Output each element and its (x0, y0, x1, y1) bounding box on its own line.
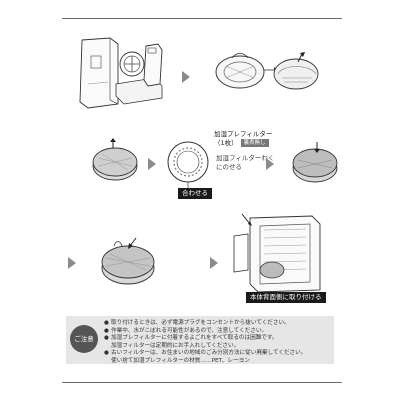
notes-tag: ご注意 (70, 325, 98, 353)
top-rule (62, 18, 342, 19)
note-item: ●取り付けるときは、必ず電源プラグをコンセントから抜いてください。 (104, 320, 290, 326)
step-7-illustration (230, 210, 328, 296)
step-4-illustration (164, 138, 212, 192)
note-item: ●加湿プレフィルターに付着するよごれをすべて取るのは困難です。 (104, 335, 278, 342)
step-arrow-1-icon (182, 71, 190, 83)
bullet-icon: ● (104, 327, 109, 334)
note-item: ●作業中、水がこぼれる可能性があるので、注意してください。 (104, 327, 268, 334)
step-6-illustration (96, 234, 162, 290)
bottom-rule (62, 382, 342, 383)
align-label: 合わせる (178, 188, 212, 199)
step-5-illustration (288, 138, 342, 188)
prefilter-badge: 裏表無し (240, 139, 269, 147)
frame-callout-line2: にのせる (216, 163, 242, 171)
bullet-icon: ● (104, 320, 109, 326)
step-3-illustration (88, 138, 142, 188)
notes-box: ご注意 ●取り付けるときは、必ず電源プラグをコンセントから抜いてください。 ●作… (66, 316, 334, 364)
note-item: ●古いフィルターは、お住まいの地域のごみ分別方法に従い廃棄してください。 (104, 350, 307, 357)
frame-callout-line1: 加湿フィルターわく (216, 154, 275, 162)
notes-list: ●取り付けるときは、必ず電源プラグをコンセントから抜いてください。 ●作業中、水… (104, 320, 330, 366)
note-item: 加湿フィルターは定期的にお手入れしてください。 (111, 342, 240, 349)
prefilter-count: （1枚） (214, 139, 238, 147)
step-arrow-3-icon (266, 158, 274, 170)
bullet-icon: ● (104, 335, 109, 342)
note-item: 使い捨て加湿プレフィルターの材質……PET、レーヨン (111, 357, 250, 364)
step-arrow-2-icon (148, 158, 156, 170)
step-1-illustration (74, 34, 174, 112)
bullet-icon: ● (104, 350, 109, 357)
prefilter-title: 加湿プレフィルター (214, 130, 273, 138)
step-2-illustration (212, 44, 322, 100)
step-arrow-5-icon (210, 257, 218, 269)
prefilter-callout: 加湿プレフィルター （1枚）裏表無し (214, 130, 272, 148)
frame-callout: 加湿フィルターわく にのせる (216, 154, 274, 172)
attach-back-label: 本体背面側に取り付ける (246, 292, 326, 303)
step-arrow-4-icon (68, 257, 76, 269)
